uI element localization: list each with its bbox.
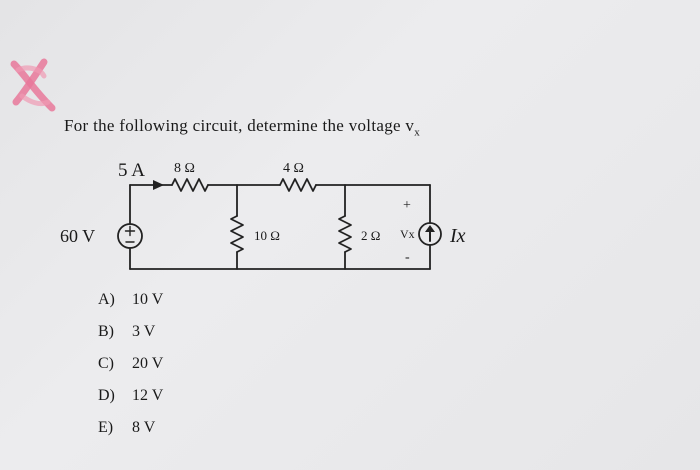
option-value: 10 V	[132, 291, 164, 308]
r2-label: 4 Ω	[283, 161, 304, 176]
question-main: For the following circuit, determine the…	[64, 116, 415, 135]
current-label: 5 A	[118, 160, 145, 181]
vx-label: Vx	[400, 227, 415, 241]
vx-plus: +	[403, 198, 411, 213]
vx-minus: -	[405, 250, 410, 265]
option-letter: B)	[98, 323, 114, 340]
current-source-icon	[418, 222, 442, 246]
question-text: For the following circuit, determine the…	[64, 116, 420, 138]
resistor-2-ohm	[338, 215, 352, 253]
voltage-source-plus-icon	[124, 225, 136, 237]
option-letter: E)	[98, 419, 114, 436]
circuit-diagram: 5 A 8 Ω 4 Ω 10 Ω 2 Ω 60 V + Vx - Ix	[60, 160, 466, 270]
option-value: 12 V	[132, 387, 164, 404]
r4-label: 2 Ω	[361, 228, 380, 243]
r1-label: 8 Ω	[174, 161, 195, 176]
option-letter: C)	[98, 355, 114, 372]
source-label: 60 V	[60, 226, 95, 246]
question-subscript: x	[414, 126, 420, 139]
resistor-10-ohm	[230, 215, 244, 253]
option-letter: D)	[98, 387, 115, 404]
option-d[interactable]: D) 12 V	[98, 380, 163, 412]
option-e[interactable]: E) 8 V	[98, 412, 163, 444]
resistor-4-ohm	[279, 178, 317, 192]
current-source-arrow-head	[425, 225, 435, 232]
answer-options: A) 10 V B) 3 V C) 20 V D) 12 V E) 8 V	[98, 284, 163, 444]
option-b[interactable]: B) 3 V	[98, 316, 163, 348]
option-value: 3 V	[132, 323, 156, 340]
resistor-8-ohm	[171, 178, 209, 192]
option-a[interactable]: A) 10 V	[98, 284, 163, 316]
voltage-source-icon	[117, 223, 143, 249]
option-c[interactable]: C) 20 V	[98, 348, 163, 380]
pink-cross-mark-icon	[10, 58, 56, 112]
option-letter: A)	[98, 291, 115, 308]
current-arrow-icon	[153, 180, 164, 190]
option-value: 20 V	[132, 355, 164, 372]
ix-label: Ix	[449, 225, 466, 247]
option-value: 8 V	[132, 419, 156, 436]
r3-label: 10 Ω	[254, 228, 280, 243]
